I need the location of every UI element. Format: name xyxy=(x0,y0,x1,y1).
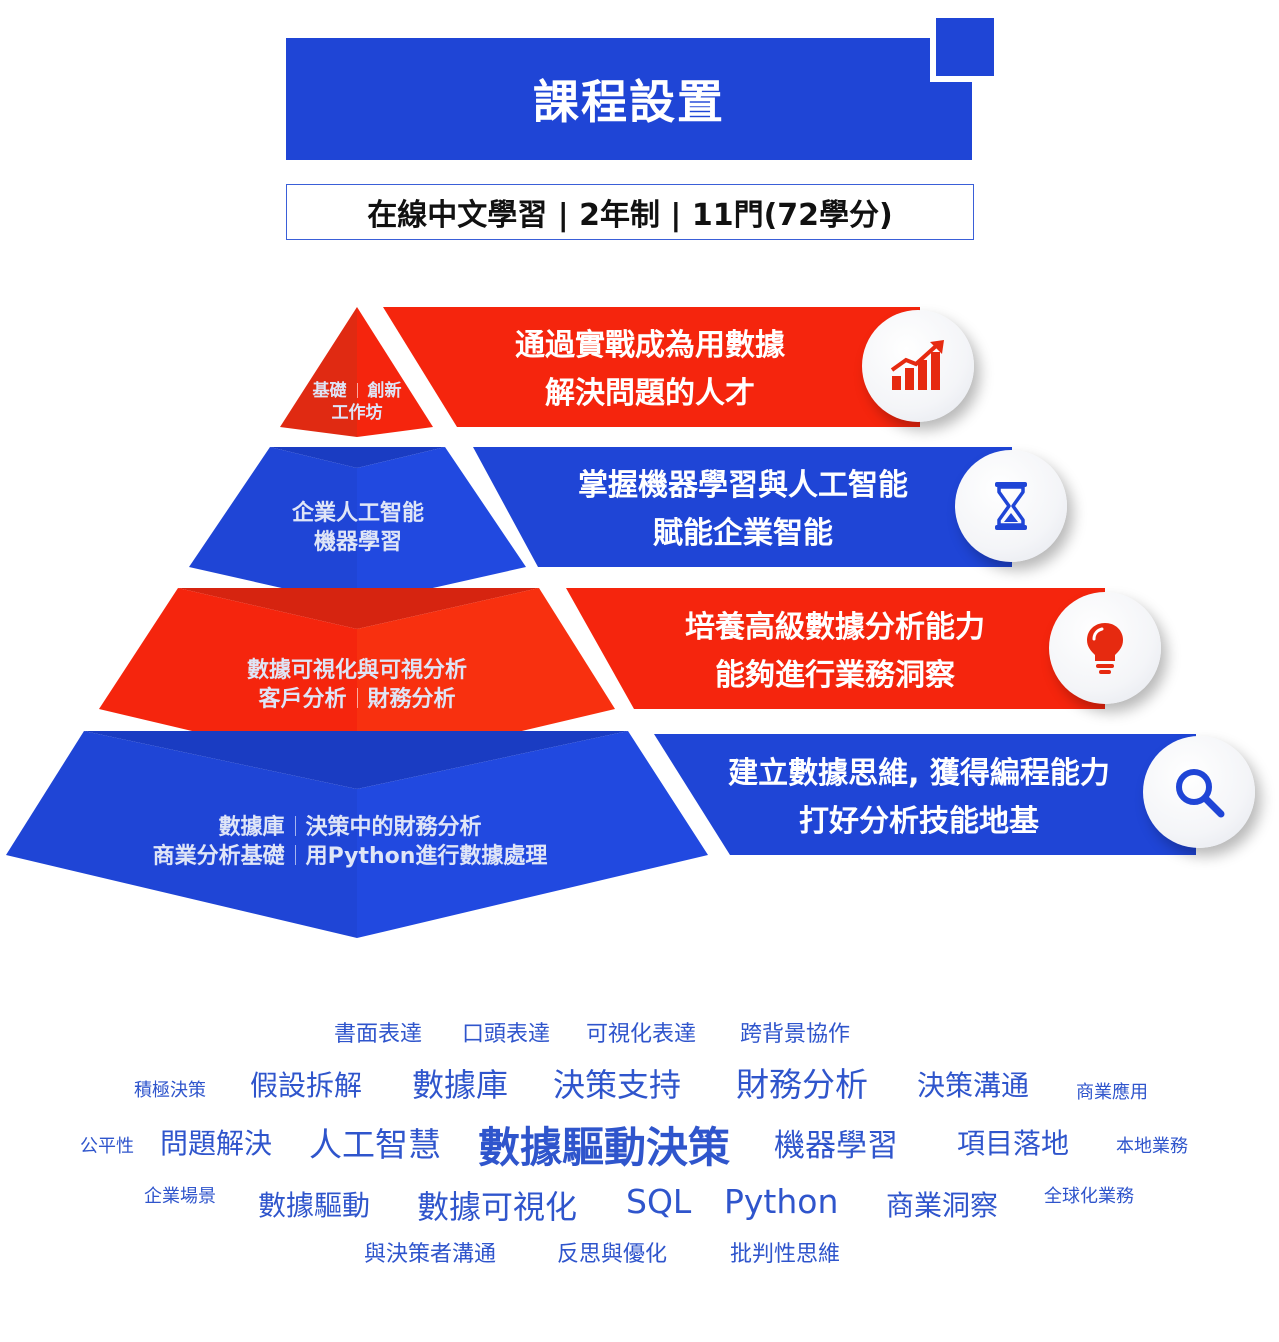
word-cloud-row-2: 積極決策 假設拆解 數據庫 決策支持 財務分析 決策溝通 商業應用 xyxy=(0,1058,1279,1114)
banner-2-line-1: 掌握機器學習與人工智能 xyxy=(578,468,908,503)
tier-1-item-a: 基礎 xyxy=(312,381,347,401)
banner-1-line-1: 通過實戰成為用數據 xyxy=(515,328,785,363)
tier-4-item-d: 用Python進行數據處理 xyxy=(305,843,548,869)
tier-4-item-b: 決策中的財務分析 xyxy=(305,815,482,840)
skill-tag: 數據可視化 xyxy=(417,1188,578,1226)
pyramid-tier-3-left xyxy=(99,588,357,770)
skill-tag: 與決策者溝通 xyxy=(364,1242,497,1267)
pyramid-tier-1-left xyxy=(280,307,357,437)
skill-tag: 公平性 xyxy=(80,1136,134,1157)
banner-4-text: 建立數據思維, 獲得編程能力 打好分析技能地基 xyxy=(694,750,1144,846)
tier-1-label: 基礎創新 工作坊 xyxy=(280,380,434,424)
banner-1-circle xyxy=(862,310,974,422)
word-cloud-row-4: 企業場景 數據驅動 數據可視化 SQL Python 商業洞察 全球化業務 xyxy=(0,1176,1279,1232)
banner-1-line-2: 解決問題的人才 xyxy=(545,376,755,411)
skill-tag: 商業應用 xyxy=(1076,1082,1148,1103)
magnifier-icon xyxy=(1176,769,1225,818)
banner-2-line-2: 賦能企業智能 xyxy=(653,516,833,551)
skill-tag: 財務分析 xyxy=(736,1065,868,1104)
tier-3-item-b: 客戶分析 xyxy=(258,686,347,712)
skill-tag: 決策支持 xyxy=(553,1066,682,1104)
skill-tag: 數據庫 xyxy=(412,1066,509,1104)
word-cloud-row-1: 書面表達 口頭表達 可視化表達 跨背景協作 xyxy=(0,1016,1279,1072)
banner-4-line-2: 打好分析技能地基 xyxy=(799,804,1039,839)
skill-tag: 數據驅動 xyxy=(258,1189,371,1222)
tier-3-item-c: 財務分析 xyxy=(367,686,456,712)
skill-tag: 機器學習 xyxy=(774,1128,898,1164)
lightbulb-icon xyxy=(1087,623,1123,674)
tier-2-item-a: 企業人工智能 xyxy=(291,501,424,526)
banner-4-line-1: 建立數據思維, 獲得編程能力 xyxy=(728,756,1110,791)
word-cloud-row-5: 與決策者溝通 反思與優化 批判性思維 xyxy=(0,1236,1279,1292)
tier-4-item-a: 數據庫 xyxy=(218,815,285,840)
word-cloud-row-3: 公平性 問題解決 人工智慧 數據驅動決策 機器學習 項目落地 本地業務 xyxy=(0,1114,1279,1172)
tier-2-label: 企業人工智能 機器學習 xyxy=(240,500,476,557)
banner-2-text: 掌握機器學習與人工智能 賦能企業智能 xyxy=(543,462,943,558)
pyramid-graphic xyxy=(6,307,1196,938)
banner-1-shape xyxy=(383,307,920,427)
skill-tag: 積極決策 xyxy=(134,1080,206,1101)
skill-tag: 口頭表達 xyxy=(462,1022,551,1047)
pyramid-tier-2-left xyxy=(189,447,357,605)
banner-3-circle xyxy=(1049,592,1161,704)
growth-chart-icon xyxy=(890,340,944,390)
page-title: 課程設置 xyxy=(533,75,725,129)
skill-tag: 企業場景 xyxy=(144,1186,216,1207)
skill-tag: 決策溝通 xyxy=(917,1069,1030,1102)
skill-tag: 可視化表達 xyxy=(586,1022,697,1047)
tier-4-item-c: 商業分析基礎 xyxy=(152,843,285,869)
pyramid-tier-4-left xyxy=(6,731,357,938)
banner-2-circle xyxy=(955,450,1067,562)
skill-tag: 批判性思維 xyxy=(730,1242,841,1267)
tier-3-item-a: 數據可視化與可視分析 xyxy=(246,658,467,683)
pyramid-tier-1-right xyxy=(357,307,433,437)
corner-square-decoration xyxy=(930,12,1000,82)
banner-3-line-2: 能夠進行業務洞察 xyxy=(715,658,955,693)
pyramid-tier-2-top xyxy=(270,447,445,468)
banner-3-text: 培養高級數據分析能力 能夠進行業務洞察 xyxy=(640,604,1030,700)
skill-tag: 跨背景協作 xyxy=(740,1022,851,1047)
banner-1-text: 通過實戰成為用數據 解決問題的人才 xyxy=(470,322,830,418)
pyramid-tier-4-right xyxy=(357,731,708,938)
pyramid-tier-3-right xyxy=(357,588,615,770)
skill-tag: 問題解決 xyxy=(160,1127,273,1160)
skill-tag: 商業洞察 xyxy=(886,1189,999,1222)
tier-1-item-b: 創新 xyxy=(367,381,402,401)
banner-4-circle xyxy=(1143,736,1255,848)
skill-tag: SQL xyxy=(626,1182,692,1221)
title-banner: 課程設置 xyxy=(286,38,972,160)
skill-tag: 數據驅動決策 xyxy=(478,1123,731,1172)
banner-4-shape xyxy=(654,734,1196,855)
tier-1-item-c: 工作坊 xyxy=(331,403,383,424)
pyramid-tier-3-top xyxy=(178,588,539,629)
banner-3-line-1: 培養高級數據分析能力 xyxy=(685,610,985,645)
subtitle-box: 在線中文學習 | 2年制 | 11門(72學分) xyxy=(286,184,974,240)
banner-2-shape xyxy=(473,447,1012,567)
skill-tag: 項目落地 xyxy=(957,1127,1070,1160)
banner-3-shape xyxy=(566,588,1105,709)
tier-4-label: 數據庫決策中的財務分析 商業分析基礎用Python進行數據處理 xyxy=(100,814,600,871)
subtitle-text: 在線中文學習 | 2年制 | 11門(72學分) xyxy=(367,198,893,233)
pyramid-tier-4-top xyxy=(84,731,628,789)
hourglass-icon xyxy=(995,482,1027,530)
tier-2-item-b: 機器學習 xyxy=(313,529,402,555)
skill-tag: 全球化業務 xyxy=(1044,1186,1134,1207)
skill-tag: 書面表達 xyxy=(334,1022,423,1047)
skill-tag: 假設拆解 xyxy=(250,1069,363,1102)
pyramid-tier-2-right xyxy=(357,447,526,605)
skill-tag: 本地業務 xyxy=(1116,1136,1188,1157)
skill-tag: Python xyxy=(724,1182,839,1221)
skill-tag: 人工智慧 xyxy=(309,1125,441,1164)
skill-tag: 反思與優化 xyxy=(557,1242,668,1267)
tier-3-label: 數據可視化與可視分析 客戶分析財務分析 xyxy=(190,657,524,714)
